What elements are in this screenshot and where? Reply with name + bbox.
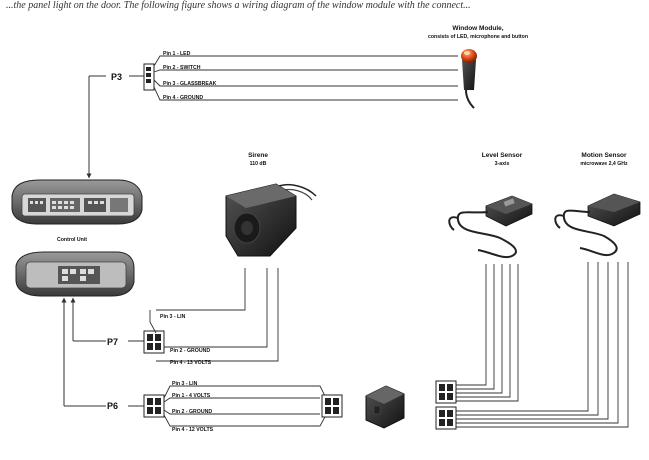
p7-connector-group: P7 Pin 3 - LIN Pin 2 - GROUND Pin 4 - 13… — [107, 310, 212, 366]
motion-sensor-icon — [554, 193, 641, 257]
level-sensor-wire-4 — [456, 264, 511, 398]
p3-wire-4 — [153, 86, 458, 101]
p3-pin-label: Pin 2 - SWITCH — [163, 65, 201, 71]
p3-connector-group: P3 Pin 1 - LED Pin 2 - SWITCH Pin 3 - GL… — [86, 51, 458, 179]
motion-sensor-wire-3 — [456, 262, 609, 420]
p6-wire-4 — [163, 414, 327, 427]
p7-pin-label: Pin 2 - GROUND — [170, 348, 210, 354]
motion-sensor-title: Motion Sensor — [581, 152, 627, 159]
p6-pin-label: Pin 2 - GROUND — [172, 409, 212, 415]
siren-wire-ground — [156, 268, 268, 348]
motion-sensor-wire-2 — [456, 262, 599, 416]
level-sensor-title: Level Sensor — [482, 152, 523, 159]
motion-sensor-wire-4 — [456, 262, 619, 424]
control-unit-bottom — [15, 251, 135, 297]
level-sensor-subtitle: 3-axis — [495, 161, 510, 167]
p6-wire-2 — [163, 397, 320, 403]
p3-pin-label: Pin 4 - GROUND — [163, 95, 203, 101]
level-sensor-wire-2 — [456, 264, 495, 390]
p3-wire-3 — [153, 79, 458, 87]
control-unit-label: Control Unit — [57, 237, 87, 243]
p7-label: P7 — [107, 337, 118, 347]
p3-pin-slot — [146, 67, 151, 71]
p7-pin-label: Pin 3 - LIN — [160, 314, 186, 320]
motion-sensor: Motion Sensor microwave 2,4 GHz — [456, 152, 641, 428]
window-module-subtitle: consists of LED, microphone and button — [428, 34, 528, 40]
siren-subtitle: 110 dB — [250, 161, 267, 167]
p6-wire-3 — [163, 409, 320, 415]
motion-sensor-wire-1 — [456, 262, 589, 412]
splitter-block — [365, 385, 405, 429]
p6-pin-label: Pin 4 - 12 VOLTS — [172, 427, 214, 433]
p6-pin-label: Pin 1 - 4 VOLTS — [172, 393, 211, 399]
p6-wire-1 — [163, 385, 327, 399]
p3-label: P3 — [111, 72, 122, 82]
motion-sensor-subtitle: microwave 2,4 GHz — [580, 161, 628, 167]
siren: Sirene 110 dB — [156, 152, 317, 362]
p3-pin-slot — [146, 79, 151, 83]
siren-wire-power — [156, 268, 279, 362]
control-unit-top: Control Unit — [11, 179, 143, 243]
figure-caption: ...the panel light on the door. The foll… — [6, 0, 471, 11]
level-sensor-icon — [448, 195, 533, 259]
p7-pin-label: Pin 4 - 13 VOLTS — [170, 360, 212, 366]
p3-pin-label: Pin 3 - GLASSBREAK — [163, 81, 217, 87]
window-module-icon — [461, 49, 477, 109]
p6-label: P6 — [107, 401, 118, 411]
siren-wire-lin — [156, 268, 246, 311]
sensor-connectors — [435, 380, 457, 430]
level-sensor-wire-1 — [456, 264, 487, 386]
p3-pin-label: Pin 1 - LED — [163, 51, 191, 57]
p3-pin-slot — [146, 73, 151, 77]
level-sensor-wire-5 — [456, 264, 519, 402]
p6-connector-group: P6 Pin 3 - LIN Pin 1 - 4 VOLTS Pin 2 - G… — [107, 381, 343, 433]
p3-wire-2 — [153, 69, 458, 73]
window-module-title: Window Module, — [452, 25, 503, 32]
window-module: Window Module, consists of LED, micropho… — [428, 25, 528, 109]
motion-sensor-wire-5 — [456, 262, 629, 428]
p7-wire-1 — [149, 310, 157, 334]
siren-icon — [225, 183, 317, 257]
level-sensor-wire-3 — [456, 264, 503, 394]
siren-title: Sirene — [248, 152, 268, 159]
level-sensor: Level Sensor 3-axis — [448, 152, 533, 402]
p6-pin-label: Pin 3 - LIN — [172, 381, 198, 387]
p3-wire-1 — [153, 55, 458, 67]
